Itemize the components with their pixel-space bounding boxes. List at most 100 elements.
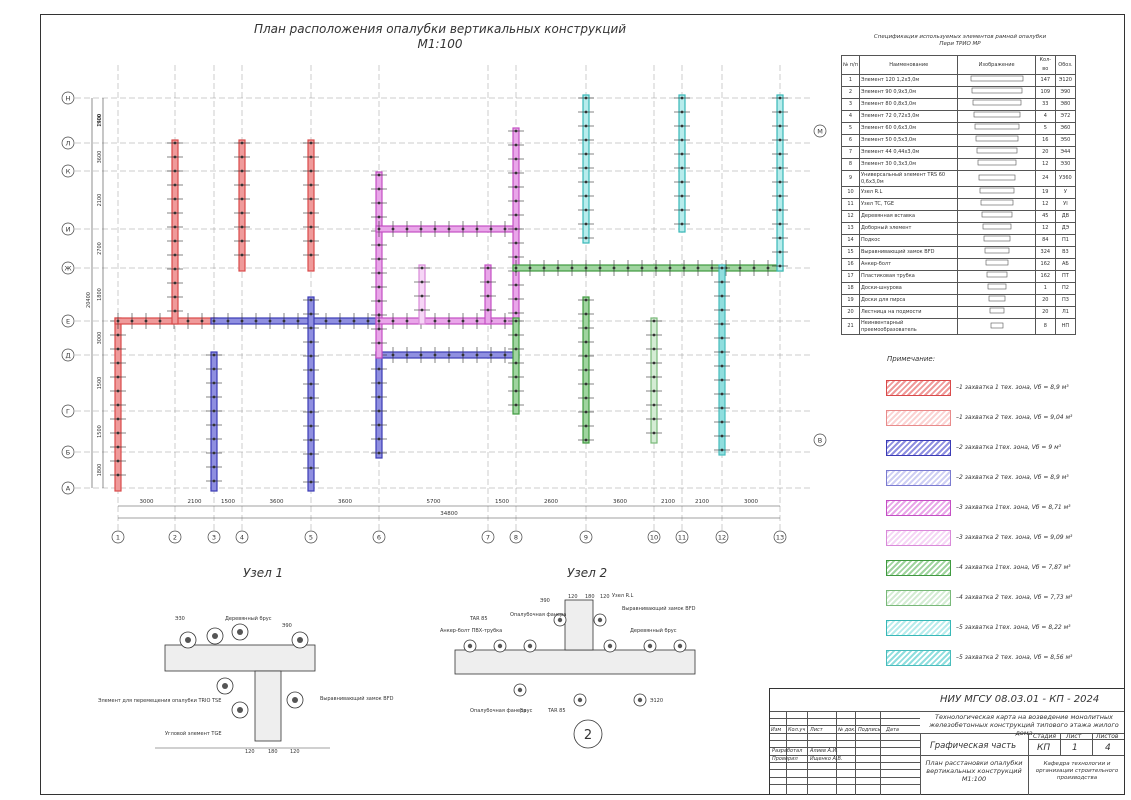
legend-label: –1 захватка 1 тех. зона, Vб = 8,9 м³ [956,384,1069,391]
legend-item: –1 захватка 1 тех. зона, Vб = 8,9 м³ [886,380,1076,398]
spec-qty: 24 [1034,170,1056,187]
node1-title: Узел 1 [243,566,284,580]
tie-rod [652,333,656,337]
wall-segment [512,264,784,272]
tie-rod [309,225,313,229]
tie-rod [391,227,395,231]
axis-bubble [61,404,75,418]
spec-num: 3 [841,98,860,111]
node2-label: Брус [520,708,533,714]
tie-rod [309,424,313,428]
node2-clamp-core [597,617,603,623]
tie-rod [391,353,395,357]
axis-label: Н [66,95,71,103]
wall-segment [678,94,686,233]
tie-rod [377,451,381,455]
legend-label: –4 захватка 1тех. зона, Vб = 7,87 м³ [956,564,1071,571]
node1-label: Э30 [175,616,185,622]
axis-label: 7 [486,534,490,542]
tie-rod [240,169,244,173]
legend-item: –5 захватка 1тех. зона, Vб = 8,22 м³ [886,620,1076,638]
tie-rod [309,141,313,145]
axis-bubble [61,481,75,495]
node1-wall-horizontal [164,644,316,672]
stamp-col-header: Изм [771,727,782,733]
row-dimension: 1500 [97,377,103,390]
tie-rod [778,96,782,100]
axis-bubble [647,530,661,544]
spec-name: Пластиковая трубка [858,270,959,283]
element-sketch [990,322,1003,328]
spec-title: Спецификация используемых элементов рамн… [873,34,1047,47]
axis-bubble [481,530,495,544]
tie-rod [514,227,518,231]
spec-header-cell: Кол-во [1034,55,1056,75]
spec-name: Лестница на подмости [858,306,959,319]
tie-rod [584,194,588,198]
tie-rod [720,406,724,410]
tie-rod [778,166,782,170]
spec-num: 5 [841,122,860,135]
spec-code: Э44 [1054,146,1077,159]
node1-label: 120 [290,749,300,755]
tie-rod [680,152,684,156]
tie-rod [640,266,644,270]
spec-code: Э90 [1054,86,1077,99]
tie-rod [710,266,714,270]
tie-rod [173,267,177,271]
legend-item: –3 захватка 2 тех. зона, Vб = 9,09 м³ [886,530,1076,548]
row-dimension: 3600 [97,151,103,164]
tie-rod [309,466,313,470]
wall-segment [307,139,315,272]
axis-bubble [675,530,689,544]
title-line1: План расположения опалубки вертикальных … [253,22,627,36]
tie-rod [420,280,424,284]
tie-rod [116,361,120,365]
span-dimension: 3000 [744,499,758,505]
legend-swatch [886,590,951,606]
axis-label: 8 [514,534,518,542]
tie-rod [309,253,313,257]
tie-rod [738,266,742,270]
spec-qty: 109 [1034,86,1056,99]
spec-code: У [1054,186,1077,199]
legend-swatch [886,530,951,546]
tie-rod [377,227,381,231]
row-dimension: 2400 [97,114,103,127]
wall-segment [718,264,726,456]
spec-image-cell [957,222,1036,235]
spec-code: Э120 [1054,74,1077,87]
tie-rod [130,319,134,323]
stamp-col-header: Дата [886,727,899,733]
legend-item: –4 захватка 2 тех. зона, Vб = 7,73 м³ [886,590,1076,608]
legend-swatch [886,440,951,456]
tie-rod [514,283,518,287]
tie-rod [556,266,560,270]
tie-rod [377,367,381,371]
axis-bubble [61,164,75,178]
legend-label: –5 захватка 2 тех. зона, Vб = 8,56 м³ [956,654,1073,661]
tie-rod [309,155,313,159]
axis-bubble [111,530,125,544]
spec-image-cell [957,294,1036,307]
tie-rod [514,129,518,133]
spec-image-cell [957,186,1036,199]
tie-rod [377,319,381,323]
spec-qty: 20 [1034,306,1056,319]
element-sketch [984,247,1009,254]
node1-clamp-core [212,633,218,639]
tie-rod [720,336,724,340]
spec-image-cell [957,198,1036,211]
element-sketch [983,235,1010,242]
spec-code: П3 [1054,294,1077,307]
spec-name: Универсальный элемент TRS 60 0,6х3,0м [858,170,959,187]
spec-num: 11 [841,198,860,211]
tie-rod [778,222,782,226]
tie-rod [778,208,782,212]
wall-segment [375,317,520,325]
tie-rod [419,227,423,231]
axis-label: 9 [584,534,588,542]
wall-formwork [110,94,788,492]
